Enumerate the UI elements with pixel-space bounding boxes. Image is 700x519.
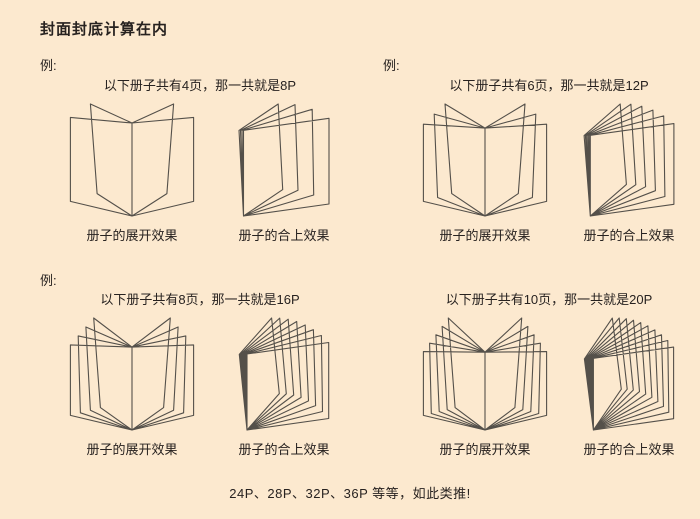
open-booklet-icon: [69, 103, 195, 217]
closed-booklet-figure-wrap: 册子的合上效果: [570, 100, 688, 244]
open-booklet-icon: [69, 317, 195, 431]
closed-booklet-figure-wrap: 册子的合上效果: [225, 314, 343, 458]
example-block-1: 以下册子共有4页，那一共就是8P 册子的展开效果 册子的合上效果: [55, 77, 345, 244]
open-booklet-figure-wrap: 册子的展开效果: [410, 314, 560, 458]
example-block-4: 以下册子共有10页，那一共就是20P 册子的展开效果 册子的合上效果: [408, 291, 690, 458]
example-label-2: 例:: [383, 58, 400, 73]
open-caption: 册子的展开效果: [439, 228, 531, 243]
open-booklet-figure-wrap: 册子的展开效果: [410, 100, 560, 244]
example-headline: 以下册子共有6页，那一共就是12P: [449, 78, 649, 93]
closed-booklet-icon: [583, 103, 675, 217]
example-block-3: 以下册子共有8页，那一共就是16P 册子的展开效果 册子的合上效果: [55, 291, 345, 458]
page-title: 封面封底计算在内: [40, 21, 169, 38]
example-headline: 以下册子共有4页，那一共就是8P: [103, 78, 297, 93]
figure-row: 册子的展开效果 册子的合上效果: [55, 100, 345, 244]
figure-row: 册子的展开效果 册子的合上效果: [55, 314, 345, 458]
open-booklet-figure-wrap: 册子的展开效果: [57, 100, 207, 244]
closed-booklet-icon: [583, 317, 675, 431]
open-booklet-icon: [422, 103, 548, 217]
figure-row: 册子的展开效果 册子的合上效果: [408, 314, 690, 458]
figure-row: 册子的展开效果 册子的合上效果: [408, 100, 690, 244]
closed-caption: 册子的合上效果: [238, 442, 330, 457]
open-caption: 册子的展开效果: [439, 442, 531, 457]
example-label-1: 例:: [40, 58, 57, 73]
example-label-3: 例:: [40, 273, 57, 288]
closed-caption: 册子的合上效果: [238, 228, 330, 243]
closed-booklet-figure-wrap: 册子的合上效果: [225, 100, 343, 244]
footer-note: 24P、28P、32P、36P 等等，如此类推!: [229, 486, 471, 501]
closed-booklet-icon: [238, 317, 330, 431]
open-booklet-icon: [422, 317, 548, 431]
open-booklet-figure-wrap: 册子的展开效果: [57, 314, 207, 458]
example-headline: 以下册子共有10页，那一共就是20P: [445, 292, 653, 307]
closed-booklet-icon: [238, 103, 330, 217]
example-block-2: 以下册子共有6页，那一共就是12P 册子的展开效果 册子的合上效果: [408, 77, 690, 244]
open-caption: 册子的展开效果: [86, 228, 178, 243]
closed-booklet-figure-wrap: 册子的合上效果: [570, 314, 688, 458]
example-headline: 以下册子共有8页，那一共就是16P: [100, 292, 300, 307]
open-caption: 册子的展开效果: [86, 442, 178, 457]
closed-caption: 册子的合上效果: [583, 228, 675, 243]
closed-caption: 册子的合上效果: [583, 442, 675, 457]
